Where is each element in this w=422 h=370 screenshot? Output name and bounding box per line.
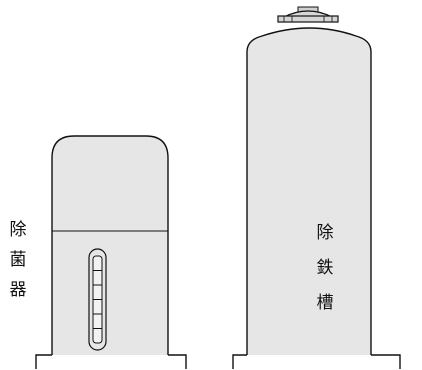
sterilizer-tank-base: [35, 354, 187, 369]
sterilizer-tank: [35, 135, 187, 369]
iron-removal-label-char-1: 除: [317, 223, 334, 243]
level-gauge-ticks: [93, 270, 102, 329]
sterilizer-label-char-1: 除: [10, 220, 27, 240]
sterilizer-tank-body: [51, 135, 169, 355]
iron-removal-label: 除 鉄 槽: [317, 223, 334, 313]
sterilizer-label: 除 菌 器: [10, 220, 27, 300]
level-gauge: [88, 248, 107, 351]
sterilizer-label-char-2: 菌: [10, 250, 27, 270]
iron-removal-tank-body: [246, 27, 372, 355]
iron-removal-tank: 除 鉄 槽: [232, 6, 401, 369]
sterilizer-label-char-3: 器: [10, 280, 27, 300]
tank-top-cap: [277, 6, 339, 23]
iron-removal-label-char-2: 鉄: [317, 258, 334, 278]
iron-removal-tank-base: [232, 354, 401, 369]
iron-removal-label-char-3: 槽: [317, 293, 334, 313]
